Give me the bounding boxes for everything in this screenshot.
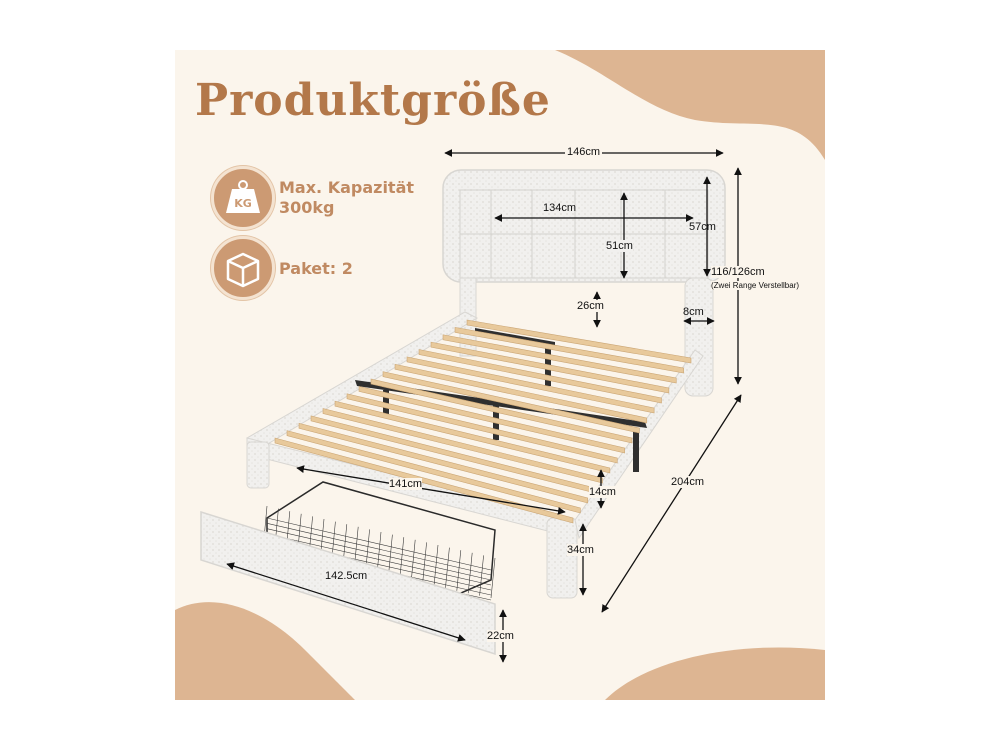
dim-headboard-gap: 26cm bbox=[577, 300, 604, 312]
capacity-value: 300kg bbox=[279, 198, 335, 217]
slat bbox=[466, 319, 692, 364]
svg-text:KG: KG bbox=[234, 197, 252, 210]
kg-weight-icon: KG bbox=[211, 166, 275, 230]
drawer-wire bbox=[399, 537, 405, 579]
drawer-wire bbox=[433, 544, 439, 587]
dim-drawer-width: 142.5cm bbox=[325, 570, 368, 582]
decor-blob-bottom-right bbox=[605, 647, 825, 700]
page-title: Produktgröße bbox=[195, 75, 551, 126]
decor-blob-bottom-left bbox=[175, 602, 355, 700]
dim-frame-inner-width: 141cm bbox=[389, 478, 423, 490]
drawer-wire bbox=[479, 555, 484, 596]
slat bbox=[442, 334, 677, 384]
package-count: Paket: 2 bbox=[279, 259, 353, 278]
capacity-label: Max. Kapazität bbox=[279, 178, 415, 197]
dim-frame-height: 14cm bbox=[589, 486, 616, 498]
drawer-wire bbox=[266, 517, 492, 571]
dim-leg-height: 34cm bbox=[567, 544, 594, 556]
decor-blob-top-right bbox=[555, 50, 825, 160]
dim-headboard-height: 57cm bbox=[689, 221, 716, 233]
dim-overall-width: 146cm bbox=[565, 146, 603, 158]
dim-side-thickness: 8cm bbox=[683, 306, 704, 318]
drawer-wire bbox=[422, 542, 427, 584]
bed-illustration bbox=[175, 50, 825, 700]
dim-headboard-inner-width: 134cm bbox=[543, 202, 577, 214]
dim-headboard-panel-height: 51cm bbox=[606, 240, 633, 252]
slat bbox=[454, 327, 684, 374]
product-image-panel: Produktgröße KG Max. Kapazität 300kg Pak… bbox=[175, 50, 825, 700]
dimension-lines bbox=[226, 149, 742, 663]
dim-total-height-note: (Zwei Range Verstellbar) bbox=[711, 281, 800, 290]
drawer-wire bbox=[445, 547, 450, 589]
dim-total-height: 116/126cm bbox=[711, 266, 765, 278]
capacity-text: Max. Kapazität 300kg bbox=[279, 178, 414, 218]
dim-overall-length: 204cm bbox=[671, 476, 705, 488]
package-box-icon bbox=[211, 236, 275, 300]
drawer-wire bbox=[467, 552, 473, 594]
drawer-wire bbox=[410, 539, 416, 582]
drawer-wire bbox=[490, 557, 496, 599]
slat bbox=[430, 341, 670, 394]
dim-drawer-height: 22cm bbox=[487, 630, 514, 642]
drawer-wire bbox=[456, 550, 462, 591]
